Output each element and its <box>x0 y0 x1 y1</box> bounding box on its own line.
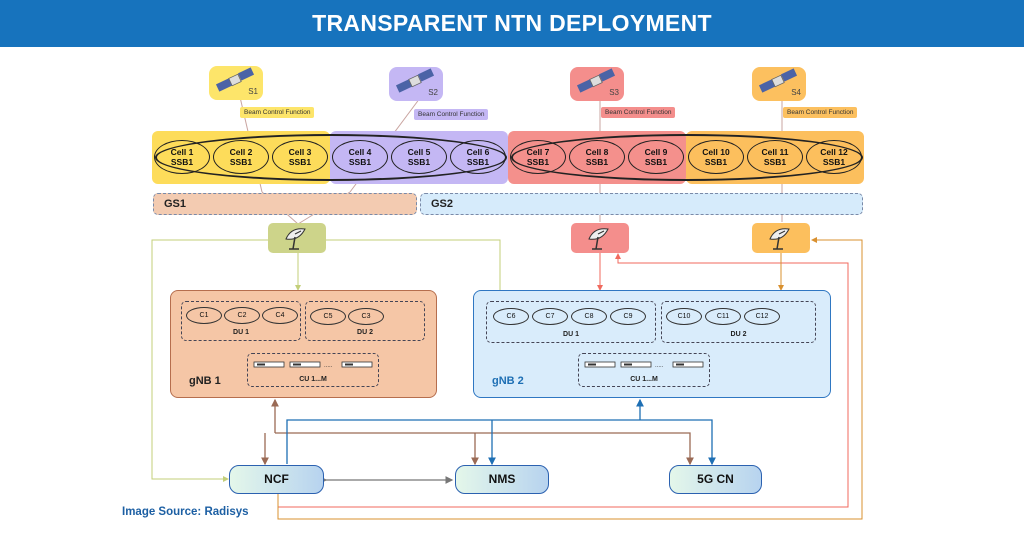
satellite-icon <box>576 68 616 93</box>
cell-c4: C4 <box>262 307 298 324</box>
cu: ..... CU 1...M <box>578 353 710 387</box>
satellite-icon <box>215 67 255 92</box>
server-icons: ..... <box>584 361 704 369</box>
cell-c1: C1 <box>186 307 222 324</box>
satellite-s2: S2 <box>389 67 443 101</box>
du-label: DU 2 <box>730 331 747 338</box>
satellite-icon <box>395 68 435 93</box>
gnb-2: C6 C7 C8 C9 DU 1 C10 C11 C12 DU 2 ..... … <box>473 290 831 398</box>
satellite-label: S4 <box>791 88 801 97</box>
satellite-icon <box>758 68 798 93</box>
cell-c9: C9 <box>610 308 646 325</box>
cell-c5: C5 <box>310 308 346 325</box>
du-label: DU 1 <box>563 331 579 338</box>
ncf-node: NCF <box>229 465 324 494</box>
cell-c8: C8 <box>571 308 607 325</box>
dish-antenna-s3 <box>571 223 629 253</box>
beam-control-function-label: Beam Control Function <box>601 107 676 118</box>
dish-icon <box>285 228 306 250</box>
cell-c2: C2 <box>224 307 260 324</box>
page-title: TRANSPARENT NTN DEPLOYMENT <box>0 0 1024 47</box>
beam-control-function-label: Beam Control Function <box>414 109 489 120</box>
server-icons: ..... <box>253 361 373 369</box>
beam-control-function-label: Beam Control Function <box>783 107 858 118</box>
du-2: C5 C3 DU 2 <box>305 301 425 341</box>
dish-icon <box>769 228 790 250</box>
du-2: C10 C11 C12 DU 2 <box>661 301 816 343</box>
dish-antenna-s4 <box>752 223 810 253</box>
satellite-s3: S3 <box>570 67 624 101</box>
cu: ..... CU 1...M <box>247 353 379 387</box>
dish-antenna-gs1 <box>268 223 326 253</box>
cell-c11: C11 <box>705 308 741 325</box>
satellite-label: S3 <box>609 88 619 97</box>
cell-c7: C7 <box>532 308 568 325</box>
image-source: Image Source: Radisys <box>122 506 249 518</box>
cu-label: CU 1...M <box>630 376 658 383</box>
beam-control-function-label: Beam Control Function <box>240 107 315 118</box>
cell-c12: C12 <box>744 308 780 325</box>
ground-station-gs2: GS2 <box>420 193 863 215</box>
cu-label: CU 1...M <box>299 376 327 383</box>
satellite-s1: S1 <box>209 66 263 100</box>
du-1: C6 C7 C8 C9 DU 1 <box>486 301 656 343</box>
5g-cn-node: 5G CN <box>669 465 762 494</box>
cell-c3: C3 <box>348 308 384 325</box>
gnb-label: gNB 1 <box>189 375 221 387</box>
nms-node: NMS <box>455 465 549 494</box>
dish-icon <box>588 228 609 250</box>
svg-text:.....: ..... <box>655 363 664 369</box>
du-label: DU 1 <box>233 329 249 336</box>
cell-c10: C10 <box>666 308 702 325</box>
satellite-label: S1 <box>248 87 258 96</box>
gnb-1: C1 C2 C4 DU 1 C5 C3 DU 2 ..... CU 1...M … <box>170 290 437 398</box>
du-1: C1 C2 C4 DU 1 <box>181 301 301 341</box>
gnb-label: gNB 2 <box>492 375 524 387</box>
satellite-s4: S4 <box>752 67 806 101</box>
ground-station-gs1: GS1 <box>153 193 417 215</box>
svg-text:.....: ..... <box>324 363 333 369</box>
cell-c6: C6 <box>493 308 529 325</box>
du-label: DU 2 <box>357 329 373 336</box>
satellite-label: S2 <box>428 88 438 97</box>
